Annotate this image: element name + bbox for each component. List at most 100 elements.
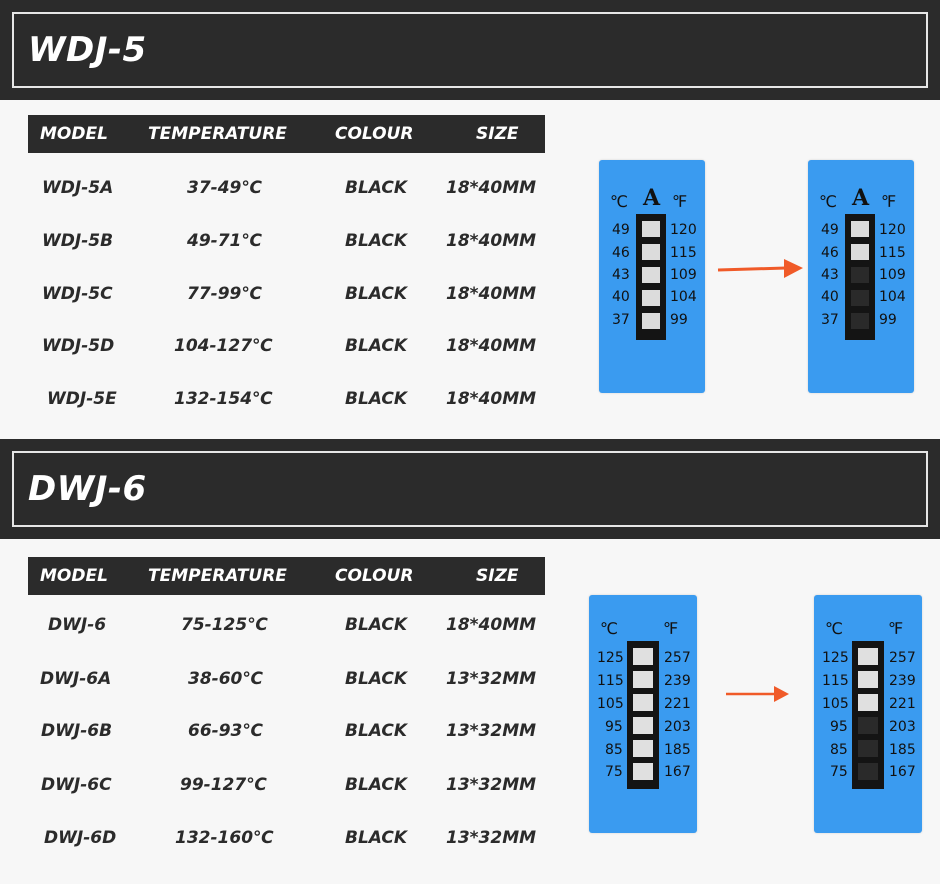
celsius-symbol: ℃: [825, 619, 843, 638]
header-temperature: TEMPERATURE: [148, 124, 287, 144]
indicator-cell: [851, 290, 869, 306]
row-temperature: 75-125℃: [181, 615, 268, 635]
table-row: DWJ-6 75-125℃ BLACK 18*40MM: [28, 610, 558, 640]
header-colour: COLOUR: [335, 566, 414, 586]
header-size: SIZE: [476, 124, 519, 144]
row-size: 13*32MM: [446, 828, 537, 848]
fahrenheit-value: 185: [664, 742, 691, 758]
indicator-cell: [633, 671, 653, 688]
fahrenheit-value: 257: [889, 650, 916, 666]
indicator-strip: [852, 641, 884, 789]
indicator-strip: [636, 214, 666, 340]
table-row: DWJ-6B 66-93℃ BLACK 13*32MM: [28, 716, 558, 746]
arrow-icon: [717, 259, 803, 278]
section-banner-dwj6: DWJ-6: [0, 439, 940, 539]
table-row: WDJ-5A 37-49℃ BLACK 18*40MM: [28, 173, 558, 203]
row-colour: BLACK: [345, 669, 408, 689]
indicator-cell: [858, 648, 878, 665]
fahrenheit-value: 221: [889, 696, 916, 712]
row-size: 18*40MM: [446, 389, 537, 409]
celsius-symbol: ℃: [610, 192, 628, 211]
label-letter: A: [852, 185, 870, 211]
fahrenheit-value: 203: [664, 719, 691, 735]
fahrenheit-value: 239: [664, 673, 691, 689]
indicator-label-after: ℃ ℉ 125 115 105 95 85 75 257 239 221 203…: [814, 595, 922, 833]
row-colour: BLACK: [345, 231, 408, 251]
row-colour: BLACK: [345, 284, 408, 304]
table-row: WDJ-5D 104-127℃ BLACK 18*40MM: [28, 331, 558, 361]
celsius-value: 125: [822, 650, 849, 666]
row-temperature: 38-60℃: [188, 669, 263, 689]
fahrenheit-value: 109: [670, 267, 697, 283]
indicator-cell: [858, 717, 878, 734]
indicator-cell: [851, 267, 869, 283]
row-model: WDJ-5E: [47, 389, 117, 409]
row-size: 13*32MM: [446, 669, 537, 689]
fahrenheit-symbol: ℉: [881, 192, 897, 211]
fahrenheit-value: 257: [664, 650, 691, 666]
row-model: DWJ-6B: [41, 721, 113, 741]
fahrenheit-value: 203: [889, 719, 916, 735]
indicator-strip: [627, 641, 659, 789]
row-colour: BLACK: [345, 828, 408, 848]
table-header: MODEL TEMPERATURE COLOUR SIZE: [28, 557, 545, 595]
indicator-cell: [642, 244, 660, 260]
celsius-value: 37: [612, 312, 630, 328]
row-temperature: 132-154℃: [174, 389, 273, 409]
celsius-value: 95: [605, 719, 623, 735]
row-model: WDJ-5A: [42, 178, 114, 198]
fahrenheit-value: 104: [670, 289, 697, 305]
row-temperature: 99-127℃: [180, 775, 267, 795]
celsius-value: 40: [821, 289, 839, 305]
indicator-cell: [633, 717, 653, 734]
row-size: 18*40MM: [446, 178, 537, 198]
row-temperature: 37-49℃: [187, 178, 262, 198]
celsius-value: 40: [612, 289, 630, 305]
indicator-label-before: ℃ A ℉ 49 46 43 40 37 120 115 109 104 99: [599, 160, 705, 393]
row-model: DWJ-6C: [41, 775, 112, 795]
celsius-symbol: ℃: [819, 192, 837, 211]
row-model: DWJ-6D: [44, 828, 117, 848]
celsius-value: 85: [830, 742, 848, 758]
fahrenheit-value: 221: [664, 696, 691, 712]
indicator-cell: [642, 221, 660, 237]
row-colour: BLACK: [345, 389, 408, 409]
indicator-cell: [642, 290, 660, 306]
indicator-strip: [845, 214, 875, 340]
header-size: SIZE: [476, 566, 519, 586]
row-size: 18*40MM: [446, 615, 537, 635]
celsius-value: 46: [821, 245, 839, 261]
celsius-value: 75: [605, 764, 623, 780]
celsius-value: 85: [605, 742, 623, 758]
fahrenheit-value: 120: [879, 222, 906, 238]
header-model: MODEL: [40, 124, 108, 144]
celsius-symbol: ℃: [600, 619, 618, 638]
indicator-cell: [851, 221, 869, 237]
celsius-value: 75: [830, 764, 848, 780]
section-title: WDJ-5: [28, 30, 147, 70]
row-temperature: 66-93℃: [188, 721, 263, 741]
indicator-cell: [858, 740, 878, 757]
row-colour: BLACK: [345, 721, 408, 741]
row-model: WDJ-5C: [42, 284, 113, 304]
celsius-value: 105: [822, 696, 849, 712]
fahrenheit-symbol: ℉: [672, 192, 688, 211]
indicator-cell: [851, 244, 869, 260]
indicator-label-after: ℃ A ℉ 49 46 43 40 37 120 115 109 104 99: [808, 160, 914, 393]
celsius-value: 43: [612, 267, 630, 283]
row-colour: BLACK: [345, 178, 408, 198]
indicator-cell: [642, 313, 660, 329]
fahrenheit-value: 185: [889, 742, 916, 758]
table-row: DWJ-6C 99-127℃ BLACK 13*32MM: [28, 770, 558, 800]
row-model: WDJ-5D: [42, 336, 115, 356]
indicator-cell: [633, 648, 653, 665]
celsius-value: 115: [597, 673, 624, 689]
row-model: DWJ-6A: [40, 669, 112, 689]
row-size: 18*40MM: [446, 336, 537, 356]
fahrenheit-symbol: ℉: [888, 619, 904, 638]
fahrenheit-value: 115: [879, 245, 906, 261]
arrow-icon: [726, 686, 789, 702]
row-colour: BLACK: [345, 615, 408, 635]
table-row: WDJ-5E 132-154℃ BLACK 18*40MM: [28, 384, 558, 414]
celsius-value: 105: [597, 696, 624, 712]
